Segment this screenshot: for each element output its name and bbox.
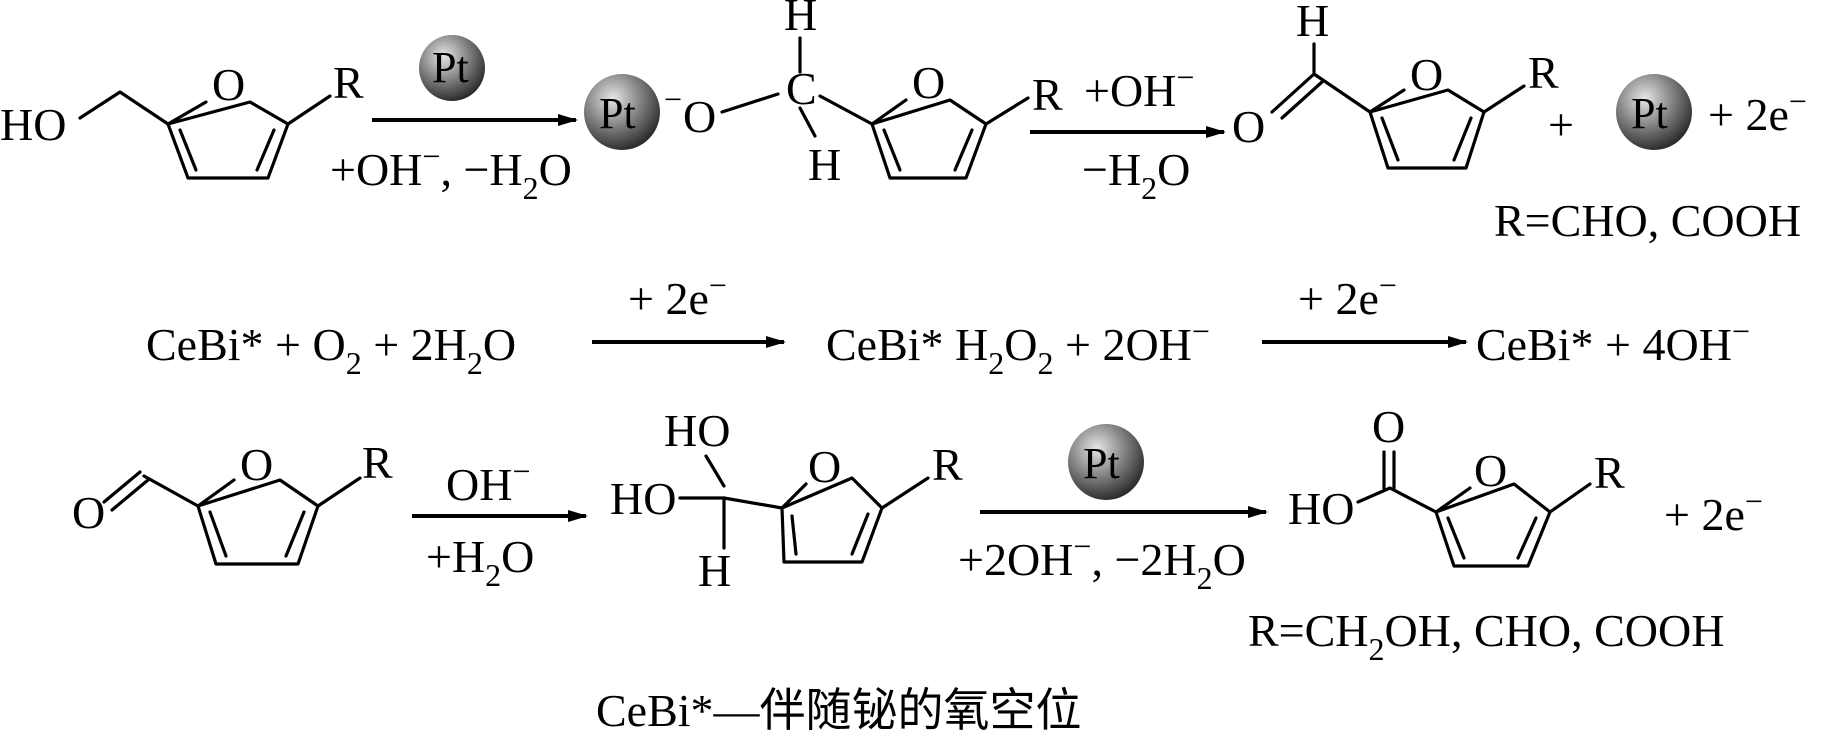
row1-product-o: O (1232, 101, 1265, 152)
row1-intermediate-ring-o: O (912, 57, 945, 108)
row1-product-h: H (1296, 0, 1329, 46)
row2-left: CeBi* + O2 + 2H2O (146, 319, 516, 381)
row1-product-ring (1368, 88, 1486, 170)
row3-reactant-o: O (72, 487, 105, 538)
row1-r-note: R=CHO, COOH (1494, 195, 1801, 246)
row1-arrow1-conditions: +OH−, −H2O (330, 138, 572, 206)
row3-intermediate-r-bond (880, 476, 930, 510)
row3-intermediate-r: R (932, 439, 963, 490)
row3-reactant-ring (196, 478, 320, 566)
row1-reactant-r: R (333, 57, 364, 108)
row1-arrow2: +OH− −H2O (1030, 59, 1226, 206)
row3-intermediate: HO HO H O R (610, 405, 963, 596)
row3-arrow1: OH− +H2O (412, 453, 588, 593)
row3-product-ring (1434, 482, 1552, 568)
row3-product-o-top: O (1372, 401, 1405, 452)
row1-product-c-ring-bond (1312, 72, 1372, 114)
row1-intermediate-oc-bond (720, 92, 780, 114)
row3-product-r-bond (1548, 482, 1592, 514)
row3-product-r: R (1594, 447, 1625, 498)
row1-reactant-ho: HO (0, 99, 66, 150)
row3-reactant-ring-o: O (240, 439, 273, 490)
row1-product-r: R (1528, 47, 1559, 98)
row1-intermediate-c-ring-bond (818, 94, 874, 126)
row1-intermediate-ring-double (882, 128, 974, 172)
row3-product-co-double-bond (1382, 450, 1396, 490)
row1-intermediate: Pt − O H C H O R (584, 0, 1063, 190)
row1-intermediate-o: O (683, 91, 716, 142)
row3-intermediate-oh-top-bond (704, 454, 726, 488)
row3-arrow2: Pt +2OH−, −2H2O (958, 424, 1268, 596)
row1-product: H O O R (1232, 0, 1559, 170)
row2-right: CeBi* + 4OH− (1476, 313, 1750, 370)
row3-product-ring-double (1446, 516, 1538, 560)
row1-pt: Pt (1631, 89, 1668, 138)
row1-reactant: HO O R (0, 57, 364, 180)
row3-r-note: R=CH2OH, CHO, COOH (1248, 605, 1724, 667)
row1-intermediate-ring (870, 98, 988, 180)
row3-arrow1-below: +H2O (426, 531, 534, 593)
row2-middle: CeBi* H2O2 + 2OH− (826, 313, 1210, 381)
pt-sphere-icon (1616, 74, 1692, 150)
row3-reactant-c-ring-bond (142, 474, 200, 508)
row1-intermediate-ch-bottom-bond (798, 106, 817, 138)
row3-intermediate-ring-double (790, 512, 870, 556)
row1-plus1: + (1548, 99, 1574, 150)
row1-intermediate-pt: Pt (599, 89, 636, 138)
row1-product-r-bond (1482, 84, 1526, 114)
row1-intermediate-r: R (1032, 69, 1063, 120)
row1-product-ring-double (1380, 116, 1473, 162)
row3-intermediate-ring-o: O (808, 441, 841, 492)
row1-product-co-double-bond (1270, 72, 1324, 120)
row3-arrow2-catalyst: Pt (1083, 439, 1120, 488)
row1-arrow1-catalyst: Pt (432, 43, 469, 92)
row1-reactant-ring (166, 100, 290, 180)
row3-intermediate-ring (780, 476, 884, 564)
row1-reactant-ring-o: O (212, 59, 245, 110)
row3-electrons: + 2e− (1664, 483, 1763, 540)
row1-intermediate-h-top: H (784, 0, 817, 40)
row3-arrow2-below: +2OH−, −2H2O (958, 528, 1246, 596)
row3-product-ho: HO (1288, 483, 1354, 534)
row2-arrow1-label: + 2e− (628, 267, 727, 324)
pt-sphere-icon (419, 35, 485, 101)
row1-intermediate-o-minus: − (664, 81, 682, 117)
row3-reactant-ring-double (208, 510, 306, 558)
row3-intermediate-h: H (698, 545, 731, 596)
row1-reactant-ch2-bond (78, 90, 170, 126)
row3-intermediate-c-bonds (678, 496, 726, 550)
row2: CeBi* + O2 + 2H2O + 2e− CeBi* H2O2 + 2OH… (146, 267, 1750, 381)
row3-reactant-r: R (362, 437, 393, 488)
row1-intermediate-c: C (786, 63, 817, 114)
row3-arrow1-above: OH− (446, 453, 531, 510)
row1-product-ring-o: O (1410, 49, 1443, 100)
row3-product: O HO O R (1288, 401, 1625, 568)
row2-arrow2-label: + 2e− (1298, 267, 1397, 324)
row1-arrow1: Pt +OH−, −H2O (330, 35, 578, 206)
row3-intermediate-ho-top: HO (664, 405, 730, 456)
row1-arrow2-below: −H2O (1082, 144, 1190, 206)
row1-intermediate-r-bond (984, 96, 1030, 126)
row3-intermediate-c-ring-bond (722, 496, 784, 510)
pt-sphere-icon (584, 74, 660, 150)
row3-product-cooh-bonds (1356, 486, 1438, 514)
row1-intermediate-h-bottom: H (808, 139, 841, 190)
row1-reactant-ring-double (178, 128, 276, 172)
row1-reactant-r-bond (286, 94, 332, 126)
scheme-caption: CeBi*—伴随铋的氧空位 (596, 685, 1082, 736)
row3-reactant-co-double-bond (102, 470, 150, 512)
row3-reactant: O O R (72, 437, 393, 566)
row1-arrow2-above: +OH− (1084, 59, 1194, 116)
row3-product-ring-o: O (1474, 445, 1507, 496)
row1-electrons: + 2e− (1708, 83, 1807, 140)
row3: O O R OH− +H2O HO HO H O R (72, 401, 1763, 667)
pt-sphere-icon (1068, 424, 1144, 500)
row3-reactant-r-bond (316, 476, 362, 508)
row3-intermediate-ho-left: HO (610, 473, 676, 524)
row1: HO O R Pt +OH−, −H2O Pt − O H C H (0, 0, 1807, 246)
